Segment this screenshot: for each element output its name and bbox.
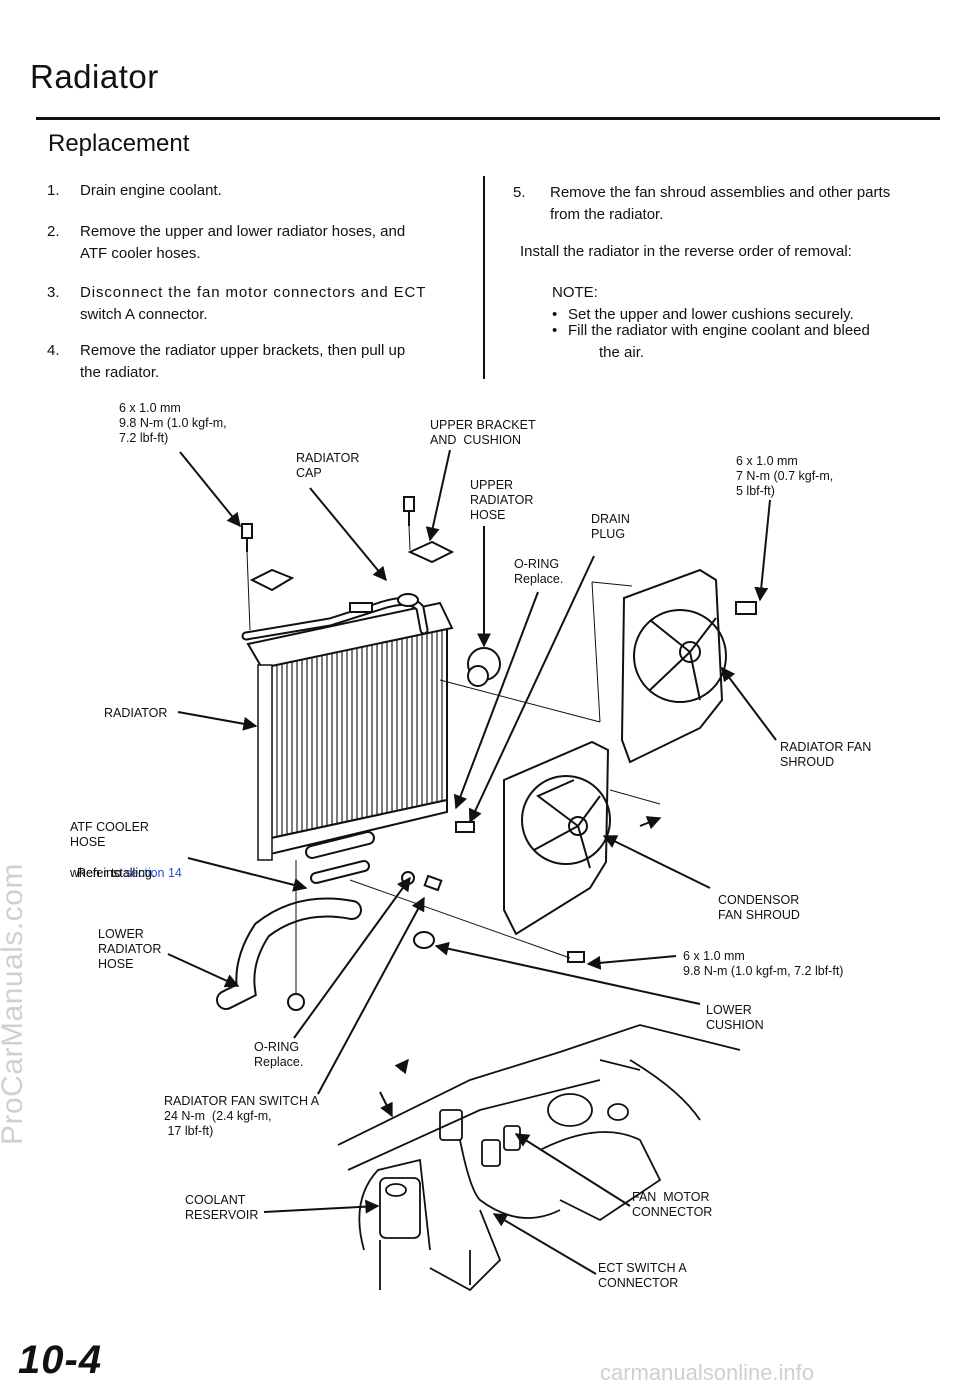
label-when-installing: when installing. — [70, 866, 156, 880]
page-number: 10-4 — [18, 1338, 103, 1382]
label-lower-radiator-hose: LOWER RADIATOR HOSE — [98, 927, 162, 971]
leader-lines — [167, 449, 777, 1275]
label-radiator-cap: RADIATOR CAP — [296, 451, 360, 480]
step-number: 3. — [47, 284, 60, 301]
step-number: 4. — [47, 342, 60, 359]
step-3: 3. Disconnect the fan motor connectors a… — [47, 282, 467, 328]
radiator-fan-shroud-shape — [620, 568, 727, 764]
label-radiator-fan-switch: RADIATOR FAN SWITCH A 24 N-m (2.4 kgf-m,… — [164, 1094, 320, 1138]
header-rule — [36, 117, 940, 120]
label-oring-upper: O-RING Replace. — [514, 557, 564, 586]
refer-to-text: Refer to — [76, 866, 125, 880]
step-text-cont: from the radiator. — [550, 206, 664, 223]
alignment-lines — [246, 525, 661, 994]
label-oring-lower: O-RING Replace. — [254, 1040, 304, 1069]
label-fan-motor-connector: FAN MOTOR CONNECTOR — [632, 1190, 713, 1219]
label-refer-line: Refer to section 14 — [70, 851, 182, 881]
install-instruction: Install the radiator in the reverse orde… — [520, 243, 852, 260]
label-radiator-fan-shroud: RADIATOR FAN SHROUD — [780, 740, 872, 769]
label-atf-cooler-hose: ATF COOLER HOSE — [70, 820, 149, 849]
label-radiator: RADIATOR — [104, 706, 168, 720]
label-upper-radiator-hose: UPPER RADIATOR HOSE — [470, 478, 534, 522]
note-label: NOTE: — [552, 284, 598, 301]
column-divider — [483, 176, 485, 379]
step-5: 5. Remove the fan shroud assemblies and … — [513, 182, 933, 228]
page-title: Radiator — [30, 58, 159, 95]
note-item-text: Set the upper and lower cushions securel… — [568, 306, 854, 323]
step-text: Drain engine coolant. — [80, 182, 222, 199]
step-text-cont: ATF cooler hoses. — [80, 245, 201, 262]
label-coolant-reservoir: COOLANT RESERVOIR — [185, 1193, 259, 1222]
label-upper-bracket: UPPER BRACKET AND CUSHION — [430, 418, 536, 447]
condenser-fan-shroud-shape — [503, 740, 611, 936]
label-bolt-top-right: 6 x 1.0 mm 7 N-m (0.7 kgf-m, 5 lbf-ft) — [736, 454, 834, 498]
label-lower-cushion: LOWER CUSHION — [706, 1003, 764, 1032]
radiator-core-shape — [246, 601, 454, 861]
engine-compartment-shape — [337, 1024, 741, 1292]
upper-brackets-shape — [241, 496, 455, 613]
step-number: 5. — [513, 184, 526, 201]
step-text-cont: the radiator. — [80, 364, 160, 381]
step-text: Remove the fan shroud assemblies and oth… — [550, 184, 891, 201]
step-text-cont: switch A connector. — [80, 306, 208, 323]
step-1: 1. Drain engine coolant. — [47, 180, 467, 204]
step-number: 2. — [47, 223, 60, 240]
step-text: Disconnect the fan motor connectors and … — [80, 284, 427, 301]
step-2: 2. Remove the upper and lower radiator h… — [47, 221, 467, 267]
section-subtitle: Replacement — [48, 130, 190, 157]
radiator-cap-shape — [397, 593, 419, 607]
step-text: Remove the radiator upper brackets, then… — [80, 342, 406, 359]
step-text: Remove the upper and lower radiator hose… — [80, 223, 406, 240]
side-watermark: ProCarManuals.com — [0, 863, 29, 1145]
label-ect-switch-connector: ECT SWITCH A CONNECTOR — [598, 1261, 687, 1290]
label-bolt-lower: 6 x 1.0 mm 9.8 N-m (1.0 kgf-m, 7.2 lbf-f… — [683, 949, 844, 978]
section-14-link[interactable]: section 14 — [124, 866, 182, 880]
step-number: 1. — [47, 182, 60, 199]
label-condenser-fan-shroud: CONDENSOR FAN SHROUD — [718, 893, 800, 922]
label-drain-plug: DRAIN PLUG — [591, 512, 630, 541]
footer-watermark: carmanualsonline.info — [600, 1360, 815, 1385]
label-bolt-top-left: 6 x 1.0 mm 9.8 N-m (1.0 kgf-m, 7.2 lbf-f… — [119, 401, 227, 445]
note-item-text-cont: the air. — [599, 344, 645, 361]
lower-hose-shape — [216, 831, 375, 1010]
step-4: 4. Remove the radiator upper brackets, t… — [47, 340, 467, 386]
note-item-2: • Fill the radiator with engine coolant … — [552, 320, 932, 366]
note-item-text: Fill the radiator with engine coolant an… — [568, 322, 870, 339]
